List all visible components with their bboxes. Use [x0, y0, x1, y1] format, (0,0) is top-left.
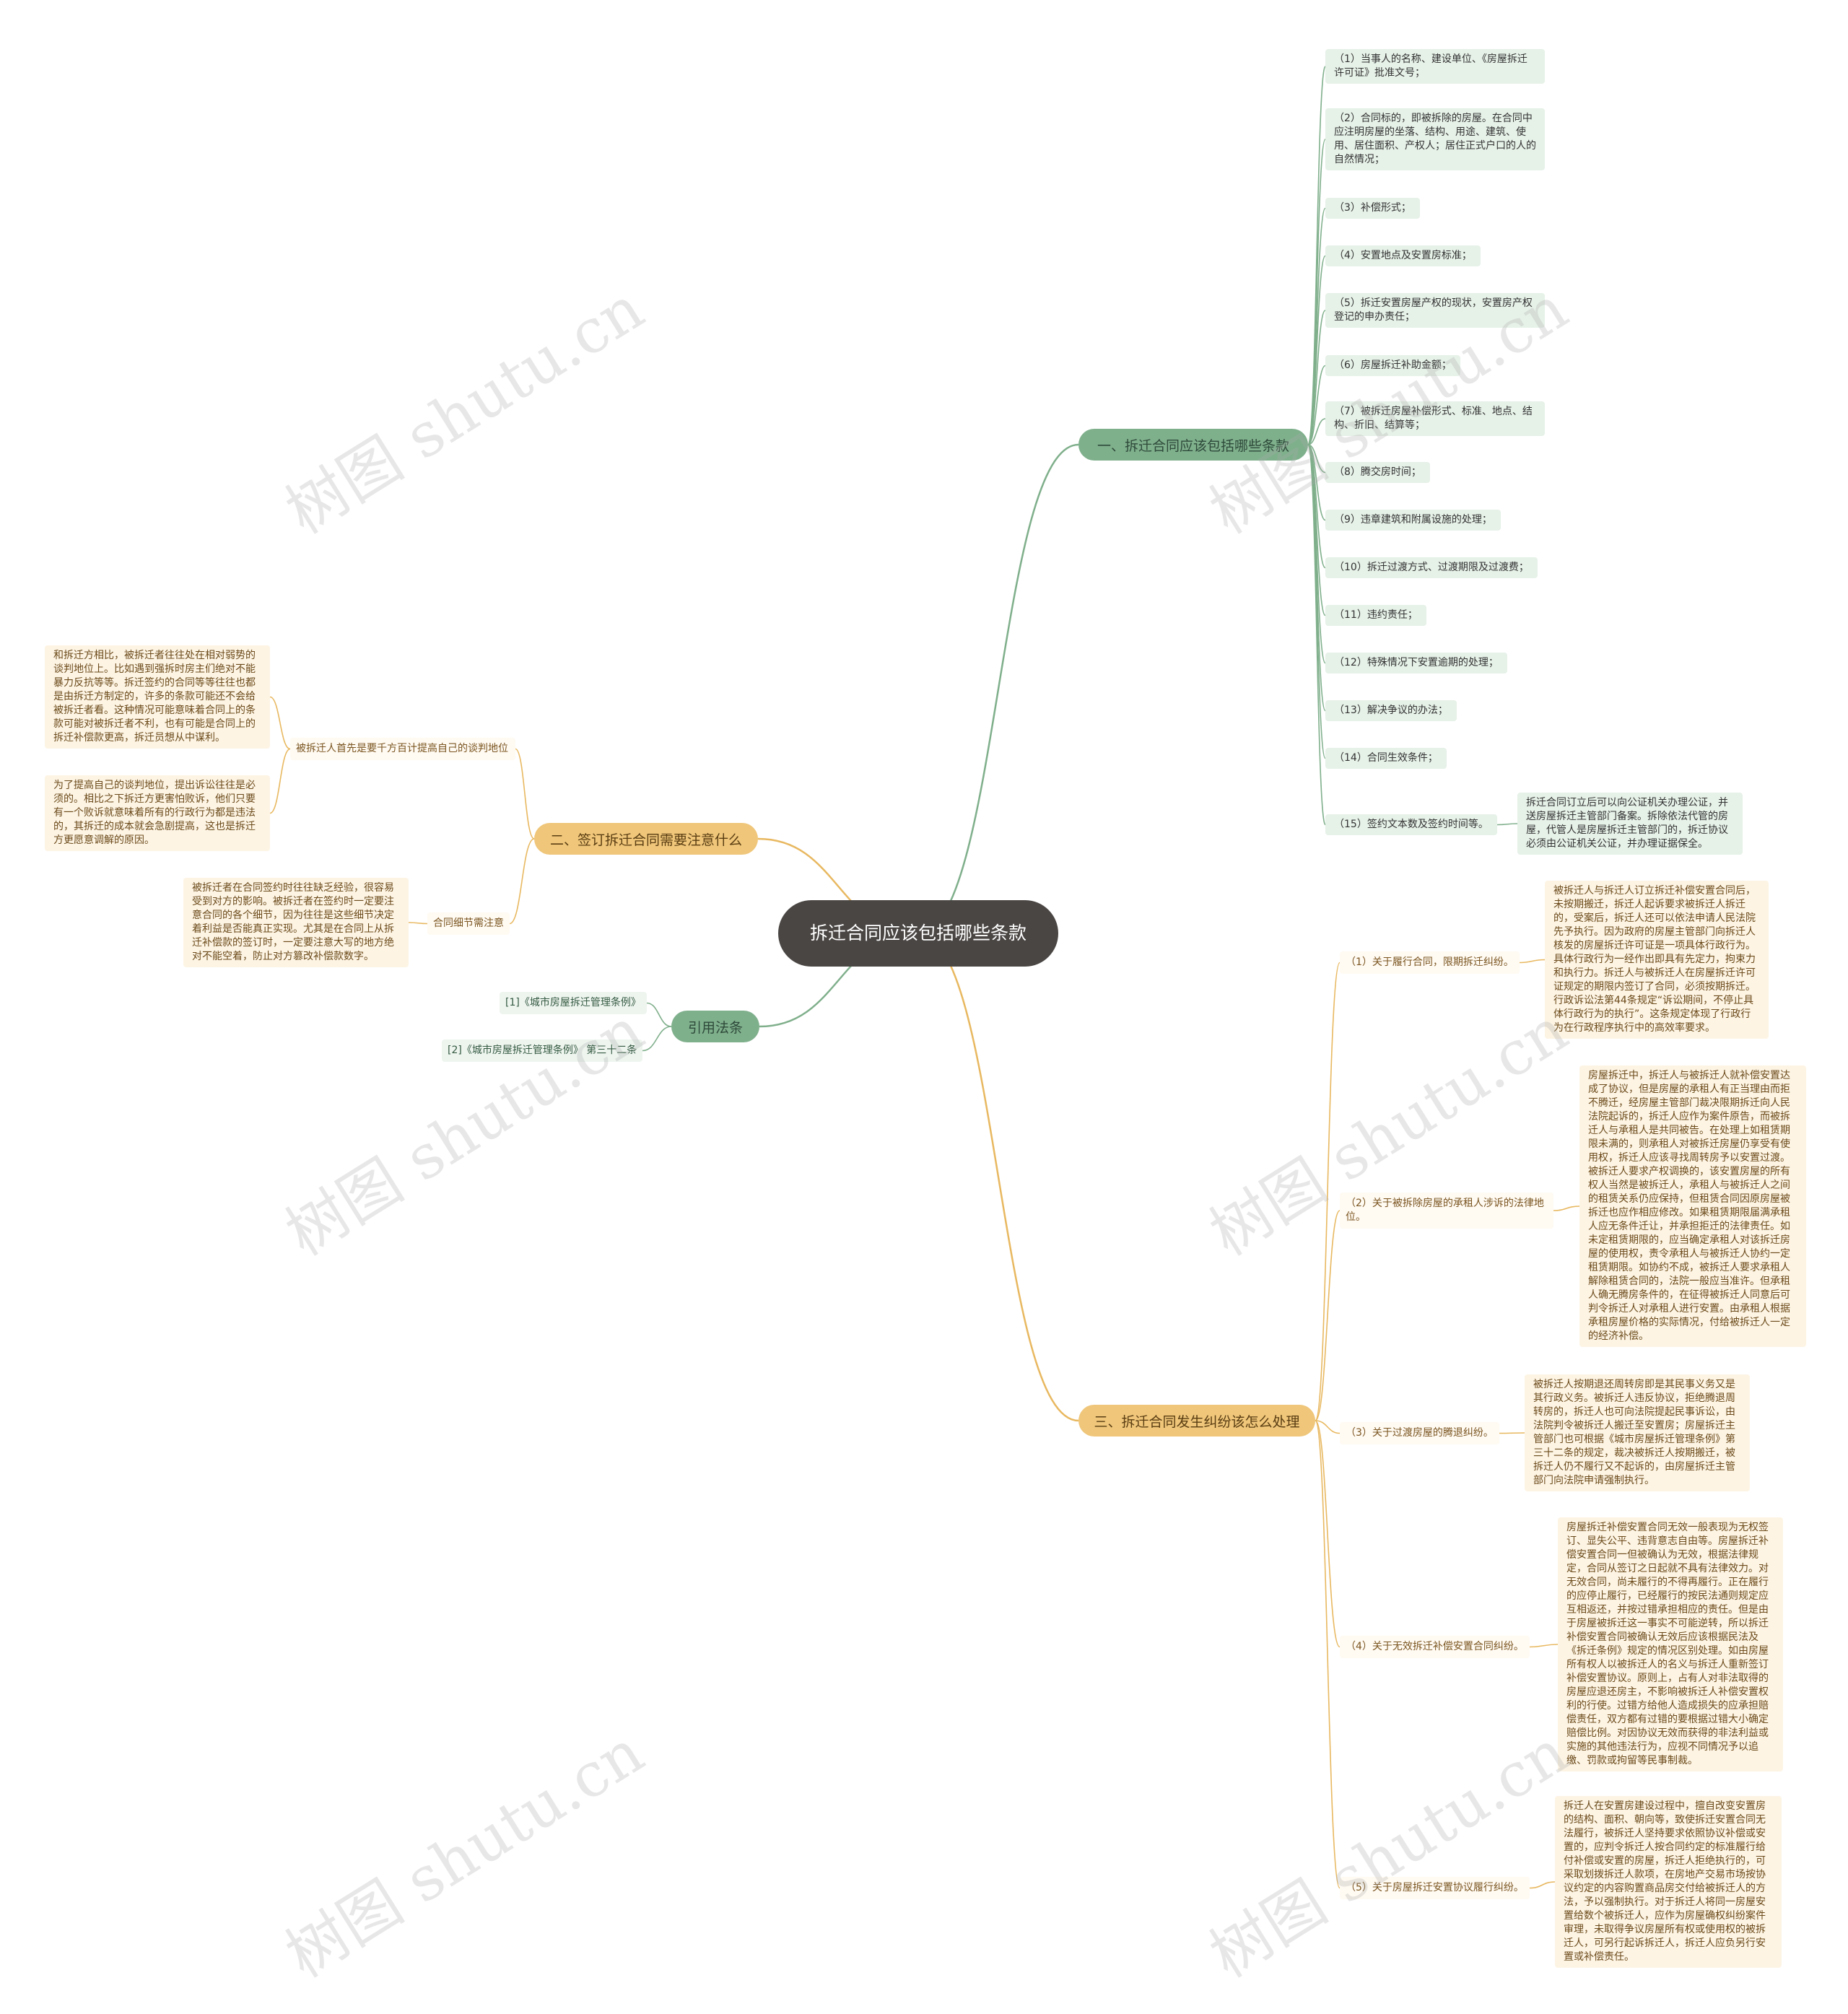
term-item[interactable]: （4）安置地点及安置房标准；: [1325, 245, 1481, 266]
lawsuit-detail[interactable]: 为了提高自己的谈判地位，提出诉讼往往是必须的。相比之下拆迁方更害怕败诉，他们只要…: [45, 775, 270, 851]
dispute-topic[interactable]: （3）关于过渡房屋的腾退纠纷。: [1340, 1422, 1499, 1444]
connector: [1307, 365, 1326, 445]
term-item[interactable]: （8）腾交房时间；: [1325, 462, 1430, 483]
dispute-detail[interactable]: 被拆迁人按期退还周转房即是其民事义务又是其行政义务。被拆迁人违反协议，拒绝腾退周…: [1525, 1374, 1750, 1491]
term-item[interactable]: （14）合同生效条件；: [1325, 748, 1447, 769]
dispute-detail[interactable]: 房屋拆迁补偿安置合同无效一般表现为无权签订、显失公平、违背意志自由等。房屋拆迁补…: [1558, 1517, 1783, 1771]
connector: [1553, 1206, 1580, 1211]
branch-contract-terms[interactable]: 一、拆迁合同应该包括哪些条款: [1078, 429, 1308, 461]
law-reference[interactable]: [2]《城市房屋拆迁管理条例》 第三十二条: [442, 1039, 643, 1062]
dispute-detail[interactable]: 拆迁人在安置房建设过程中，擅自改变安置房的结构、面积、朝向等，致使拆迁安置合同无…: [1555, 1796, 1782, 1968]
connector: [1519, 959, 1546, 964]
root-topic-label: 拆迁合同应该包括哪些条款: [809, 923, 1027, 943]
connector: [646, 1002, 672, 1027]
notarization-note[interactable]: 拆迁合同订立后可以向公证机关办理公证，并送房屋拆迁主管部门备案。拆除依法代管的房…: [1517, 793, 1743, 855]
connector: [515, 748, 535, 840]
connector: [1529, 1644, 1559, 1648]
connector: [1307, 418, 1326, 445]
branch-cited-laws-label: 引用法条: [687, 1019, 743, 1036]
contract-detail-note[interactable]: 被拆迁者在合同签约时往往缺乏经验，很容易受到对方的影响。被拆迁者在签约时一定要注…: [183, 878, 409, 967]
root-topic[interactable]: 拆迁合同应该包括哪些条款: [778, 900, 1058, 967]
law-reference[interactable]: [1]《城市房屋拆迁管理条例》: [500, 992, 647, 1014]
term-item[interactable]: （13）解决争议的办法；: [1325, 700, 1457, 721]
connector: [1307, 310, 1326, 445]
dispute-detail[interactable]: 被拆迁人与拆迁人订立拆迁补偿安置合同后，未按期搬迁，拆迁人起诉要求被拆迁人拆迁的…: [1545, 881, 1769, 1039]
connector: [1315, 1420, 1341, 1889]
term-item[interactable]: （6）房屋拆迁补助金额；: [1325, 355, 1460, 376]
connector: [918, 443, 1079, 935]
term-item[interactable]: （2）合同标的，即被拆除的房屋。在合同中应注明房屋的坐落、结构、用途、建筑、使用…: [1325, 108, 1545, 170]
connector: [1315, 962, 1341, 1421]
dispute-detail[interactable]: 房屋拆迁中，拆迁人与被拆迁人就补偿安置达成了协议，但是房屋的承租人有正当理由而拒…: [1579, 1065, 1806, 1347]
connector: [1496, 823, 1518, 826]
branch-signing-notes[interactable]: 二、签订拆迁合同需要注意什么: [534, 823, 758, 855]
connector: [1499, 1432, 1525, 1434]
connector: [1307, 139, 1326, 445]
connector: [1307, 444, 1326, 759]
branch-contract-terms-label: 一、拆迁合同应该包括哪些条款: [1097, 437, 1289, 454]
negotiation-detail[interactable]: 和拆迁方相比，被拆迁者往往处在相对弱势的谈判地位上。比如遇到强拆时房主们绝对不能…: [45, 645, 270, 749]
connector: [509, 838, 535, 925]
dispute-topic[interactable]: （5）关于房屋拆迁安置协议履行纠纷。: [1340, 1877, 1530, 1899]
branch-dispute-handling-label: 三、拆迁合同发生纠纷该怎么处理: [1094, 1413, 1300, 1430]
term-item[interactable]: （5）拆迁安置房屋产权的现状，安置房产权登记的申办责任；: [1325, 293, 1545, 328]
dispute-topic[interactable]: （4）关于无效拆迁补偿安置合同纠纷。: [1340, 1636, 1530, 1658]
connector: [1315, 1420, 1341, 1648]
connector: [1529, 1881, 1556, 1889]
contract-detail-topic[interactable]: 合同细节需注意: [427, 912, 510, 935]
connector: [1315, 1210, 1341, 1421]
branch-cited-laws[interactable]: 引用法条: [671, 1011, 759, 1042]
term-item[interactable]: （3）补偿形式；: [1325, 198, 1420, 219]
connector: [269, 748, 291, 814]
connector: [1307, 444, 1326, 826]
connector: [1315, 1420, 1341, 1434]
term-item[interactable]: （15）签约文本数及签约时间等。: [1325, 814, 1497, 835]
connector: [918, 932, 1079, 1422]
term-item[interactable]: （7）被拆迁房屋补偿形式、标准、地点、结构、折旧、结算等；: [1325, 401, 1545, 436]
branch-dispute-handling[interactable]: 三、拆迁合同发生纠纷该怎么处理: [1078, 1405, 1315, 1437]
dispute-topic[interactable]: （1）关于履行合同，限期拆迁纠纷。: [1340, 951, 1520, 974]
term-item[interactable]: （11）违约责任；: [1325, 605, 1426, 626]
branch-signing-notes-label: 二、签订拆迁合同需要注意什么: [549, 832, 742, 848]
term-item[interactable]: （10）拆迁过渡方式、过渡期限及过渡费；: [1325, 557, 1538, 578]
connector: [269, 696, 291, 750]
term-item[interactable]: （9）违章建筑和附属设施的处理；: [1325, 510, 1501, 531]
negotiation-position-topic[interactable]: 被拆迁人首先是要千方百计提高自己的谈判地位: [290, 738, 515, 760]
connector: [1307, 66, 1326, 445]
connector: [408, 922, 428, 925]
dispute-topic[interactable]: （2）关于被拆除房屋的承租人涉诉的法律地位。: [1340, 1193, 1553, 1229]
connector: [642, 1026, 672, 1052]
term-item[interactable]: （12）特殊情况下安置逾期的处理；: [1325, 653, 1507, 673]
term-item[interactable]: （1）当事人的名称、建设单位、《房屋拆迁许可证》批准文号；: [1325, 49, 1545, 84]
